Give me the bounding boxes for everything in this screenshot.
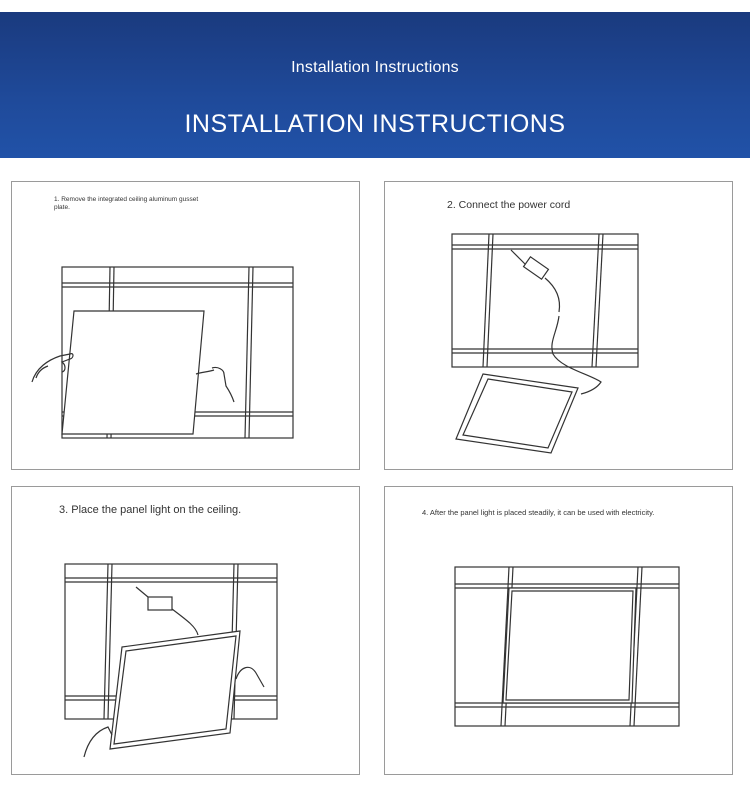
step-3-illustration xyxy=(64,563,278,758)
step-1-card: 1. Remove the integrated ceiling aluminu… xyxy=(11,181,360,470)
header-banner: Installation Instructions INSTALLATION I… xyxy=(0,12,750,158)
header-title: INSTALLATION INSTRUCTIONS xyxy=(184,110,566,138)
step-4-card: 4. After the panel light is placed stead… xyxy=(384,486,733,775)
step-3-caption: 3. Place the panel light on the ceiling. xyxy=(59,504,242,516)
step-1-illustration xyxy=(31,266,294,439)
step-2-caption: 2. Connect the power cord xyxy=(447,199,571,211)
step-1-caption: 1. Remove the integrated ceiling aluminu… xyxy=(54,196,199,211)
step-3-card: 3. Place the panel light on the ceiling. xyxy=(11,486,360,775)
step-2-card: 2. Connect the power cord xyxy=(384,181,733,470)
step-4-illustration xyxy=(454,566,680,727)
step-4-caption: 4. After the panel light is placed stead… xyxy=(422,508,655,517)
header-subtitle: Installation Instructions xyxy=(291,59,459,76)
step-2-illustration xyxy=(451,233,639,454)
